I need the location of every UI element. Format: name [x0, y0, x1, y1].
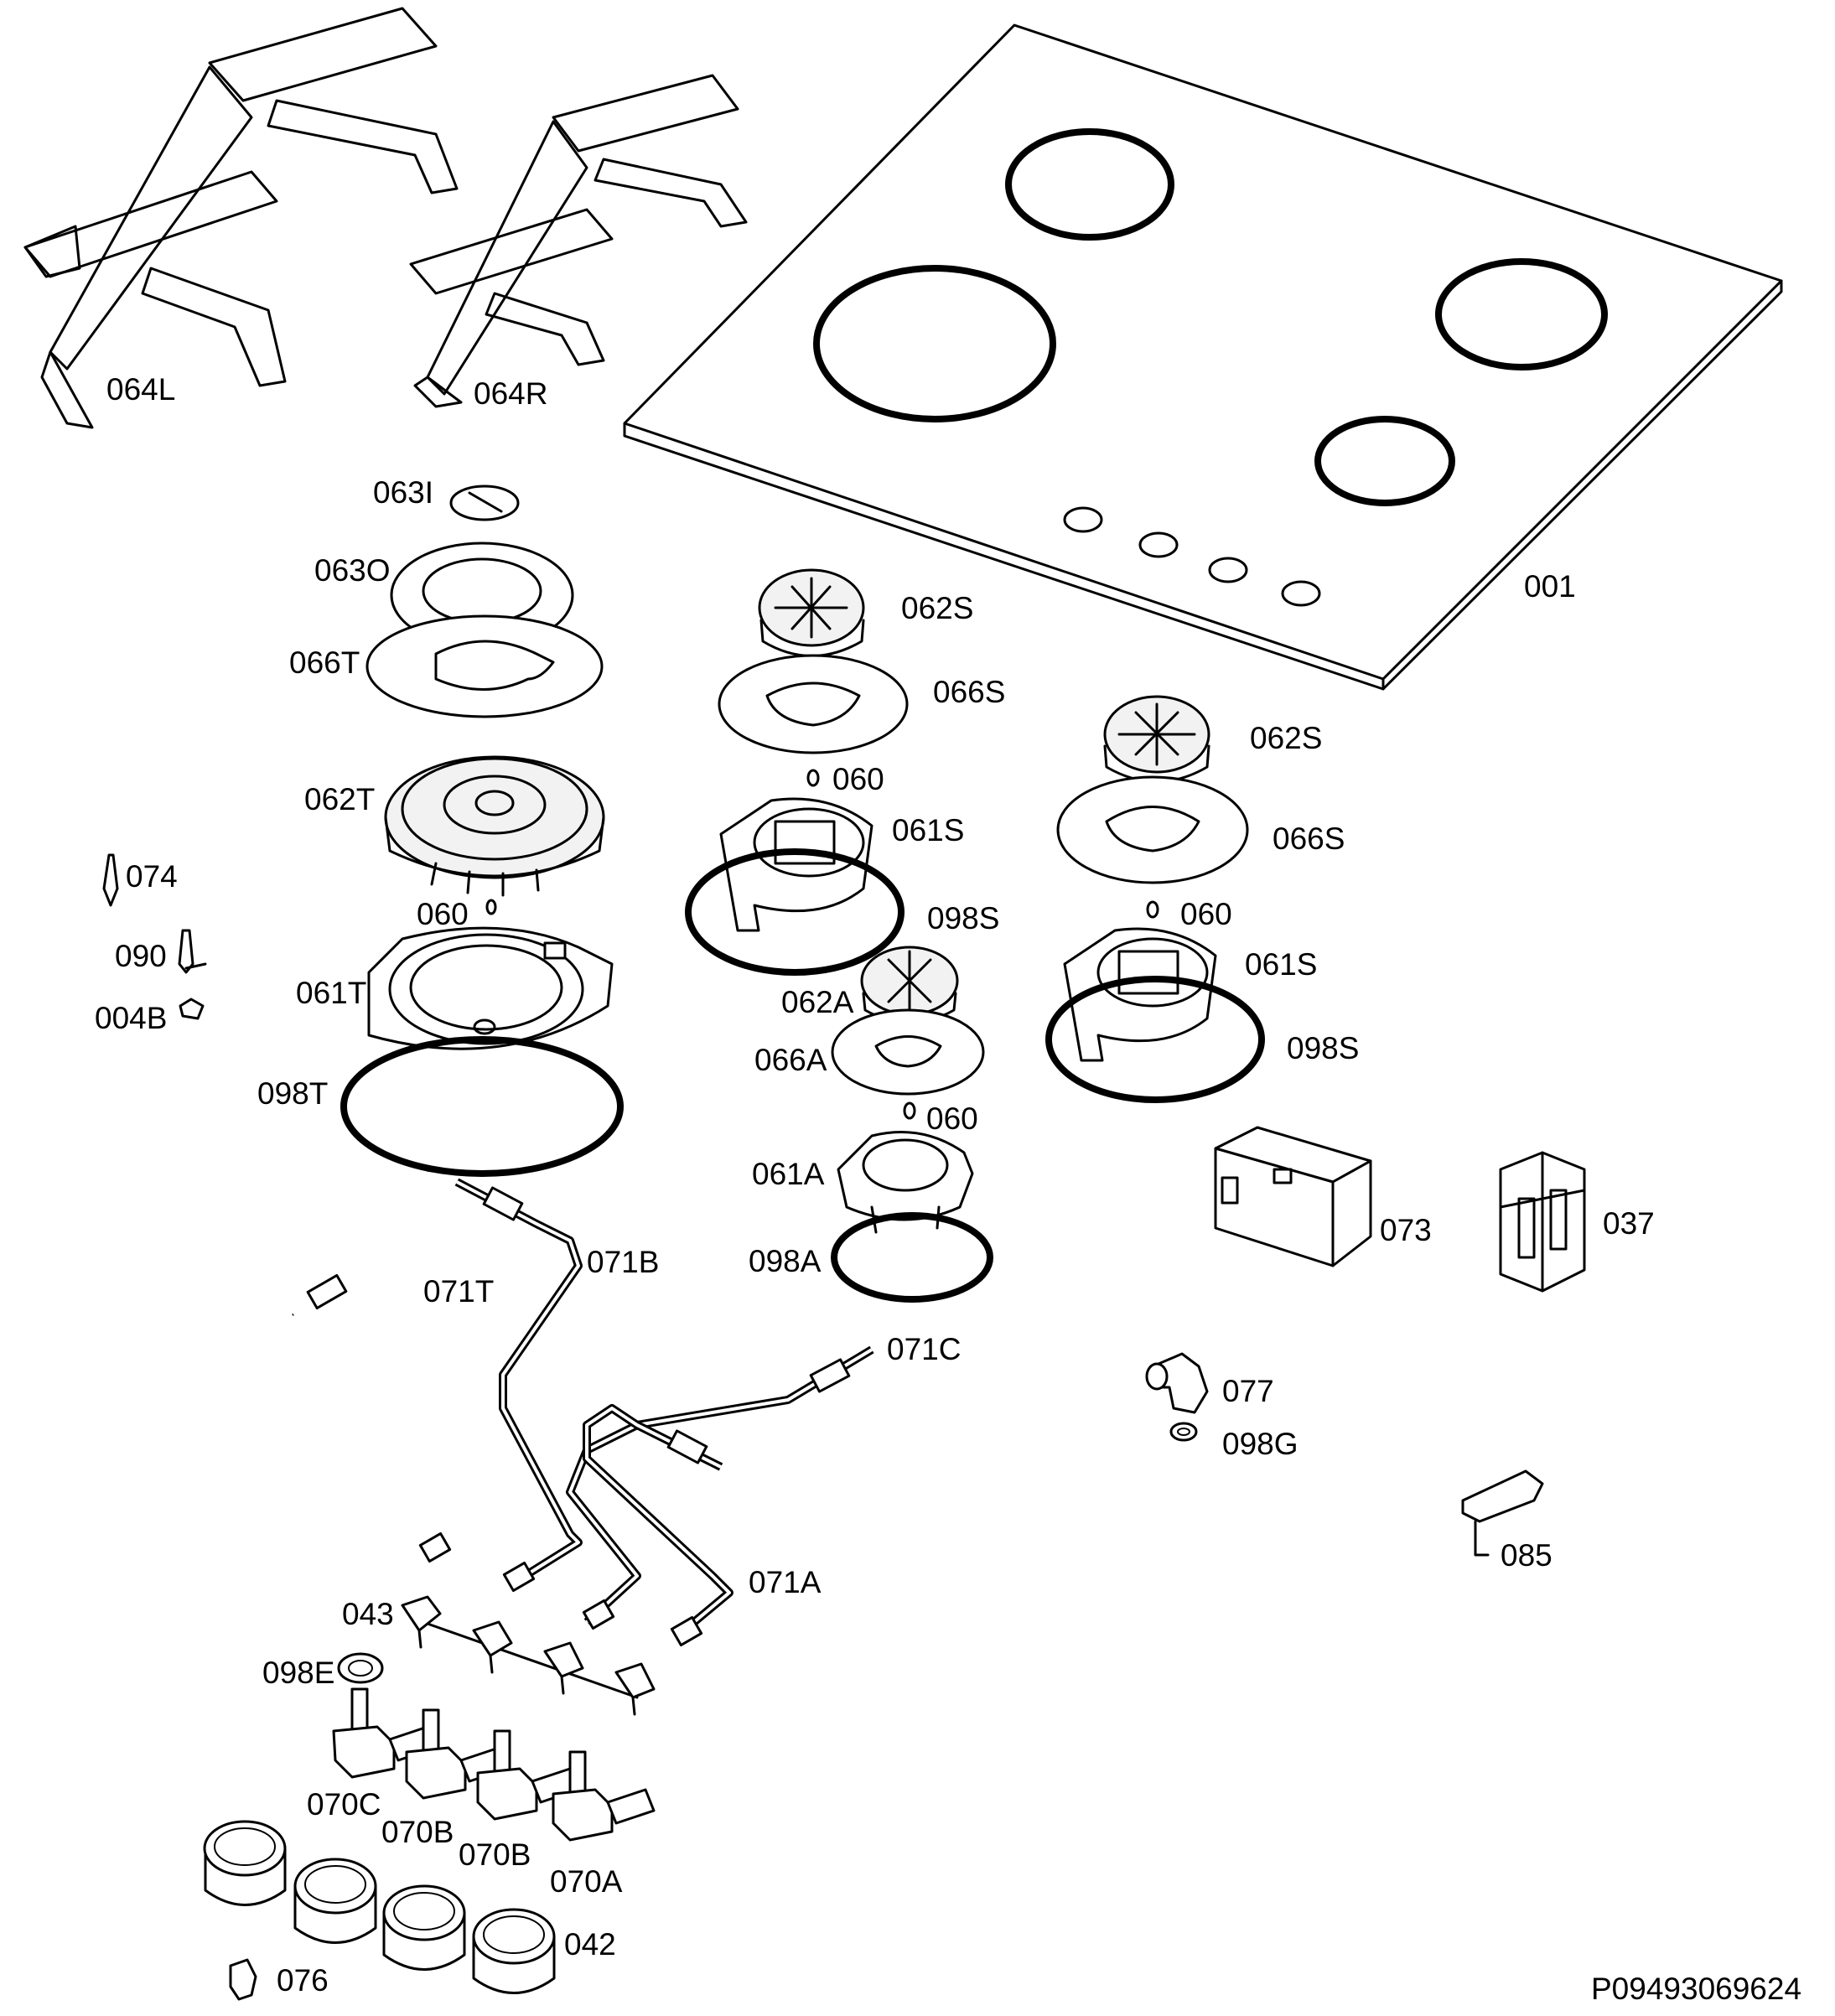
label-061T: 061T	[296, 976, 366, 1010]
label-066A: 066A	[754, 1043, 827, 1077]
label-090: 090	[115, 939, 167, 973]
label-066S-2: 066S	[1273, 821, 1345, 856]
diagram-id: P09493069624	[1591, 1972, 1801, 2006]
ignition-generator	[1214, 1126, 1372, 1267]
label-060-aux: 060	[926, 1101, 978, 1136]
label-061S-2: 061S	[1245, 947, 1317, 982]
label-073: 073	[1380, 1213, 1432, 1247]
pan-support-left	[23, 7, 459, 429]
label-060-triple: 060	[417, 897, 469, 931]
label-070C: 070C	[307, 1787, 381, 1822]
label-037: 037	[1603, 1206, 1655, 1241]
control-knobs	[203, 1820, 556, 2001]
label-071C: 071C	[887, 1332, 961, 1366]
label-061A: 061A	[752, 1157, 825, 1191]
label-001: 001	[1524, 569, 1576, 604]
burner-auxiliary-stack	[831, 946, 993, 1303]
label-066T: 066T	[289, 645, 360, 680]
label-098T: 098T	[257, 1076, 328, 1111]
label-042: 042	[564, 1927, 616, 1962]
label-098S-2: 098S	[1287, 1031, 1359, 1065]
burner-semirapid-stack-1	[685, 568, 909, 976]
label-077: 077	[1222, 1374, 1274, 1408]
label-061S-1: 061S	[892, 813, 964, 847]
label-076: 076	[277, 1963, 329, 1998]
burner-semirapid-stack-2	[1045, 695, 1265, 1103]
gas-pipe-071T	[292, 1263, 493, 1563]
label-098E: 098E	[262, 1656, 334, 1690]
elbow-connector	[1145, 1352, 1209, 1442]
part-labels: 064L 064R 001 063I 063O 066T 062T 074 09…	[95, 372, 1801, 2006]
label-062A: 062A	[781, 985, 854, 1019]
label-071B: 071B	[587, 1245, 659, 1279]
label-060-semirapid-2: 060	[1180, 897, 1232, 931]
ignition-rail	[337, 1595, 656, 1716]
label-062S-2: 062S	[1250, 721, 1322, 755]
clip-bracket	[1461, 1469, 1544, 1557]
microswitch	[1499, 1151, 1586, 1293]
label-063I: 063I	[373, 475, 433, 510]
label-070B-1: 070B	[381, 1815, 454, 1849]
label-062T: 062T	[304, 782, 375, 816]
label-063O: 063O	[314, 553, 391, 588]
label-060-semirapid-1: 060	[832, 762, 884, 796]
label-074: 074	[126, 859, 178, 894]
label-071T: 071T	[423, 1274, 494, 1309]
label-064R: 064R	[474, 376, 547, 411]
gas-pipe-071A	[583, 1404, 733, 1647]
label-085: 085	[1501, 1538, 1552, 1573]
label-062S-1: 062S	[901, 591, 973, 625]
label-043: 043	[342, 1597, 394, 1631]
thermocouple-parts	[102, 853, 207, 1020]
label-064L: 064L	[106, 372, 175, 407]
pan-support-right	[409, 74, 748, 408]
label-070A: 070A	[550, 1864, 623, 1899]
burner-triple-stack	[340, 485, 624, 1177]
label-070B-2: 070B	[459, 1837, 531, 1872]
label-098S-1: 098S	[927, 901, 999, 935]
gas-taps	[332, 1687, 656, 1842]
label-098G: 098G	[1222, 1427, 1298, 1461]
label-098A: 098A	[749, 1244, 822, 1278]
hob-top-plate	[623, 23, 1783, 691]
gas-pipe-071B	[454, 1178, 583, 1593]
label-071A: 071A	[749, 1565, 822, 1599]
label-066S-1: 066S	[933, 675, 1005, 709]
label-004B: 004B	[95, 1001, 167, 1035]
